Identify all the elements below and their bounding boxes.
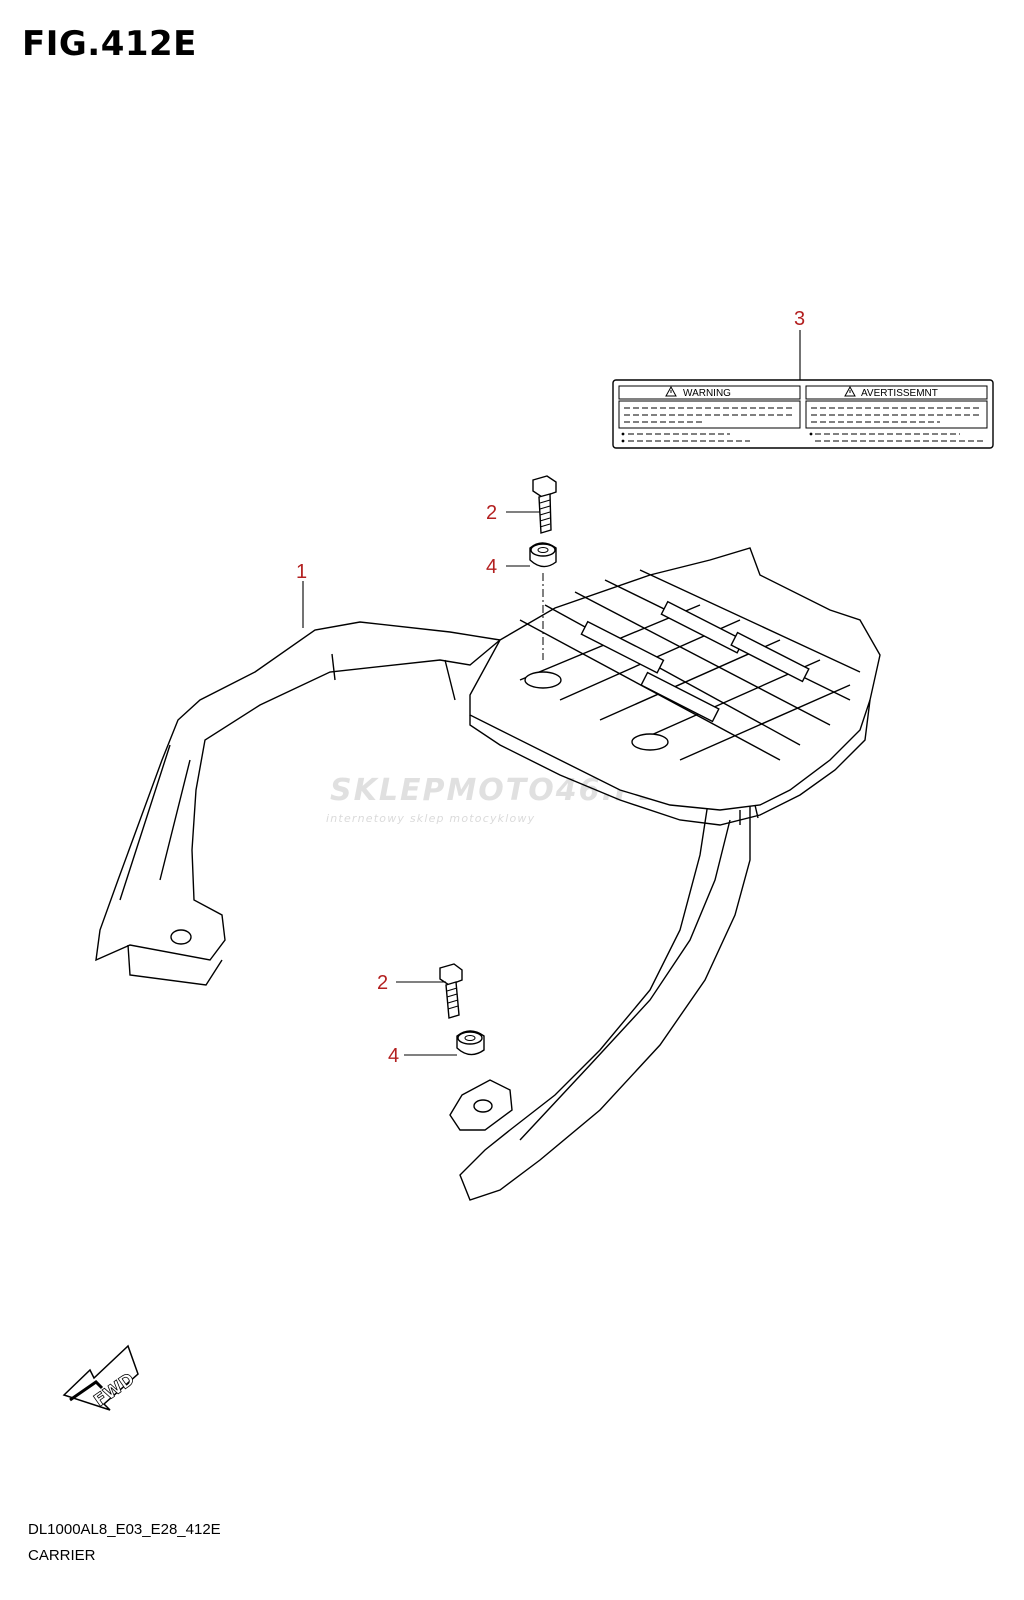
warning-label: WARNING AVERTISSEMNT <box>612 379 994 449</box>
callout-number-2-top: 2 <box>486 502 497 524</box>
leader-lines <box>302 330 801 1056</box>
callout-number-2-bottom: 2 <box>377 972 388 994</box>
figure-code: DL1000AL8_E03_E28_412E <box>28 1521 221 1538</box>
warning-triangle-icon <box>665 385 677 397</box>
washer-top <box>529 542 557 568</box>
figure-title: FIG.412E <box>22 24 197 64</box>
washer-bottom <box>456 1030 485 1056</box>
callout-number-4-top: 4 <box>486 556 497 578</box>
watermark-tagline: internetowy sklep motocyklowy <box>326 812 535 825</box>
callout-number-4-bottom: 4 <box>388 1045 399 1067</box>
figure-name: CARRIER <box>28 1547 96 1564</box>
warning-heading: WARNING <box>683 388 731 399</box>
callout-number-3: 3 <box>794 308 805 330</box>
fwd-arrow-icon: FWD <box>62 1344 139 1412</box>
bolt-bottom <box>439 963 463 1019</box>
warning-triangle-icon-fr <box>844 385 856 397</box>
callout-number-1: 1 <box>296 561 307 583</box>
bolt-top <box>532 475 557 534</box>
avertissement-heading: AVERTISSEMNT <box>861 388 938 399</box>
carrier-part <box>95 547 881 1201</box>
